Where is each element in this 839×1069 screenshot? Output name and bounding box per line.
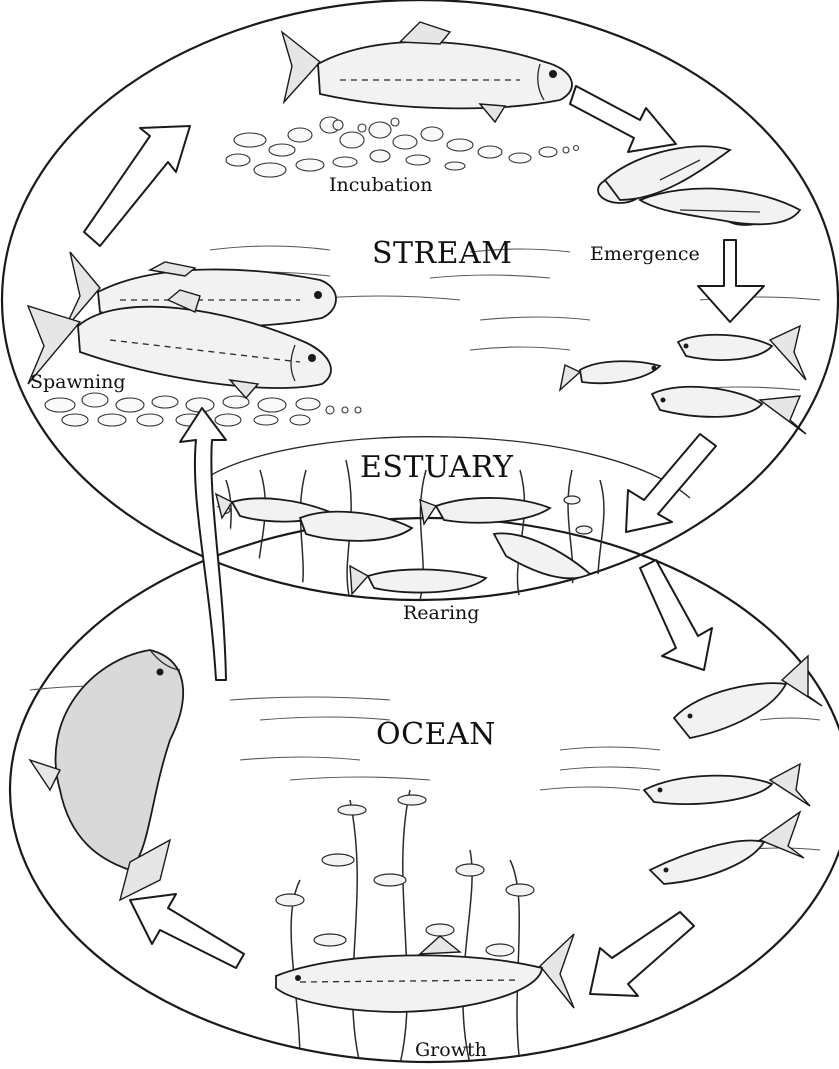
arrow-estuary-to-ocean (640, 560, 712, 670)
ocean-kelp (276, 790, 534, 1064)
ocean-smolts (644, 656, 822, 884)
incubation-adult-fish (282, 22, 572, 122)
estuary-fish (216, 494, 590, 594)
arrow-incubation-to-emergence (570, 86, 676, 152)
cycle-arrows (84, 86, 764, 996)
stage-label-rearing: Rearing (403, 602, 479, 624)
arrow-emergence-down (698, 240, 764, 322)
growth-adult-fish (276, 934, 574, 1012)
region-label-stream: STREAM (372, 236, 512, 271)
stage-label-growth: Growth (415, 1039, 487, 1061)
emergence-alevins (598, 146, 800, 225)
stream-fry (560, 326, 806, 434)
arrow-return-to-spawning (180, 408, 226, 680)
arrow-stream-to-estuary (626, 434, 716, 532)
arrow-spawning-to-incubation (84, 126, 190, 246)
stage-label-incubation: Incubation (329, 174, 433, 196)
arrow-growth-to-return (130, 894, 244, 968)
stage-label-spawning: Spawning (30, 371, 125, 393)
incubation-gravel (226, 117, 579, 177)
region-label-ocean: OCEAN (376, 717, 496, 752)
region-label-estuary: ESTUARY (360, 450, 514, 485)
arrow-ocean-to-growth (590, 912, 694, 996)
stage-label-emergence: Emergence (590, 243, 700, 265)
